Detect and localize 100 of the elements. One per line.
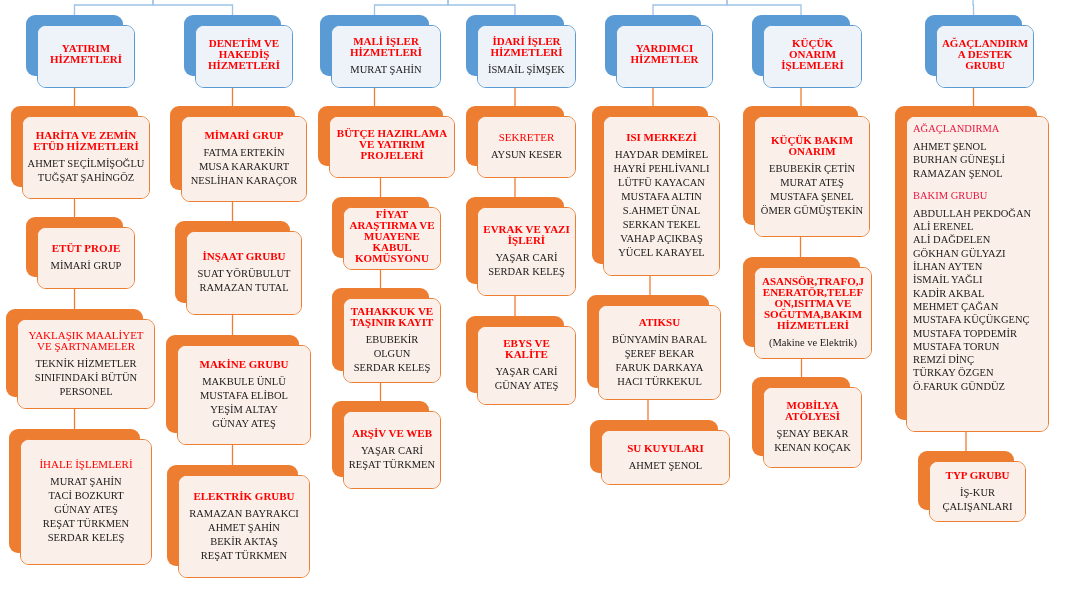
member-name: S.AHMET ÜNAL (622, 204, 701, 218)
group-title: İHALE İŞLEMLERİ (39, 459, 133, 470)
member-name: NESLİHAN KARAÇOR (190, 174, 298, 188)
group-title: MOBİLYA ATÖLYESİ (784, 400, 841, 422)
department-card (320, 15, 441, 88)
group-title: MİMARİ GRUP (204, 130, 284, 141)
member-name: MUSTAFA TOPDEMİR (913, 326, 1017, 340)
member-name: YAŞAR CARİ (495, 365, 558, 379)
member-name: MURAT ŞAHİN (50, 475, 122, 489)
group-card (167, 465, 310, 578)
member-name: TEKNİK HİZMETLER SINIFINDAKİ BÜTÜN PERSONEL (33, 356, 139, 399)
member-name: LÜTFÜ KAYACAN (618, 176, 705, 190)
member-name: MEHMET ÇAĞAN (913, 299, 999, 314)
member-name: AHMET ŞENOL (628, 458, 703, 473)
group-title: TAHAKKUK VE TAŞINIR KAYIT (349, 306, 435, 328)
member-name: YÜCEL KARAYEL (618, 246, 705, 260)
member-name: YAŞAR CARİ (495, 251, 558, 265)
connector-line (231, 444, 234, 466)
group-title: ELEKTRİK GRUBU (193, 490, 295, 502)
group-card (9, 429, 152, 565)
group-title: İNŞAAT GRUBU (202, 251, 286, 262)
member-name: FARUK DARKAYA (615, 360, 704, 375)
group-card (166, 335, 311, 445)
member-name: MUSA KARAKURT (198, 160, 290, 174)
group-card (743, 257, 872, 359)
member-name: AHMET ŞENOL (913, 140, 987, 154)
member-name: EBUBEKİR ÇETİN (768, 162, 855, 176)
member-name: YAŞAR CARİ (360, 444, 424, 458)
group-title: EVRAK VE YAZI İŞLERİ (482, 224, 571, 246)
member-name: MURAT ŞAHİN (350, 63, 422, 77)
group-card (592, 106, 720, 276)
department-card (925, 15, 1034, 88)
member-name: ALİ ERENEL (913, 220, 974, 234)
member-name: EBUBEKİR OLGUN (364, 333, 420, 361)
member-name: RAMAZAN ŞENOL (913, 166, 1003, 180)
member-name: SERDAR KELEŞ (353, 361, 431, 375)
member-name: HAYRİ PEHLİVANLI (613, 162, 710, 176)
member-name: İSMAİL YAĞLI (913, 273, 983, 287)
connector-line (231, 201, 234, 222)
member-name: RAMAZAN BAYRAKCI (189, 506, 299, 521)
group-title: MAKİNE GRUBU (199, 359, 289, 370)
group-card (170, 106, 307, 202)
group-title: YAKLAŞIK MAALİYET VE ŞARTNAMELER (27, 329, 145, 352)
department-title: İDARİ İŞLER HİZMETLERİ (489, 36, 564, 58)
member-name: MAKBULE ÜNLÜ (202, 375, 286, 389)
department-card (466, 15, 576, 88)
member-name: BURHAN GÜNEŞLİ (913, 153, 1005, 167)
member-name: MUSTAFA ELİBOL (200, 389, 288, 403)
connector-line (73, 288, 76, 310)
member-name: SUAT YÖRÜBULUT (197, 267, 291, 281)
member-name: MUSTAFA TORUN (913, 339, 1000, 354)
member-name: VAHAP AÇIKBAŞ (620, 232, 703, 246)
group-title: ASANSÖR,TRAFO,JENERATÖR,TELEFON,ISITMA VE SOĞUTMA,BAKIM HİZMETLERİ (760, 276, 866, 331)
group-card (332, 197, 441, 270)
connector-line (231, 314, 234, 336)
department-title: YARDIMCI HİZMETLER (629, 43, 700, 65)
connector-line (647, 399, 649, 421)
connector-line (800, 87, 802, 107)
member-name: SERDAR KELEŞ (47, 531, 125, 545)
member-name: TACİ BOZKURT (48, 489, 124, 503)
member-name: ŞENAY BEKAR (776, 427, 849, 441)
group-title: BAKIM GRUBU (913, 189, 988, 201)
member-name: BEKİR AKTAŞ (210, 534, 278, 549)
group-card (895, 106, 1049, 432)
group-card (590, 420, 730, 485)
member-name: HACI TÜRKEKUL (617, 374, 702, 389)
member-name: ALİ DAĞDELEN (913, 233, 991, 247)
connector-line (514, 87, 516, 107)
department-card (605, 15, 713, 88)
group-card (6, 309, 155, 409)
group-title: EBYS VE KALİTE (502, 338, 551, 360)
group-title: SU KUYULARI (627, 442, 704, 454)
group-title: TYP GRUBU (945, 469, 1010, 481)
group-title: ETÜT PROJE (51, 243, 121, 254)
group-card (318, 106, 455, 178)
connector-line (514, 295, 516, 317)
member-name: REŞAT TÜRKMEN (42, 517, 130, 531)
department-title: AĞAÇLANDIRMA DESTEK GRUBU (941, 37, 1029, 71)
member-name: GÖKHAN GÜLYAZI (913, 246, 1006, 261)
member-name: ŞEREF BEKAR (624, 346, 695, 361)
connector-line (73, 408, 76, 430)
member-name: GÜNAY ATEŞ (494, 379, 559, 393)
department-card (184, 15, 293, 88)
connector-line (379, 177, 382, 198)
member-name: REMZİ DİNÇ (913, 353, 974, 367)
member-name: HAYDAR DEMİREL (614, 148, 709, 162)
member-name: AHMET ŞAHİN (208, 520, 280, 535)
group-card (26, 217, 135, 289)
member-name: FATMA ERTEKİN (203, 146, 285, 160)
department-title: KÜÇÜK ONARIM İŞLEMLERİ (780, 37, 845, 71)
department-title: DENETİM VE HAKEDİŞ HİZMETLERİ (206, 37, 282, 71)
member-name: GÜNAY ATEŞ (54, 503, 118, 517)
group-card (918, 451, 1026, 522)
connector-line (799, 236, 802, 258)
connector-line (649, 275, 651, 296)
group-card (175, 221, 302, 315)
group-title: SEKRETER (498, 132, 555, 143)
member-name: Ö.FARUK GÜNDÜZ (913, 379, 1005, 394)
member-name: RAMAZAN TUTAL (199, 281, 289, 295)
group-card (466, 316, 576, 405)
